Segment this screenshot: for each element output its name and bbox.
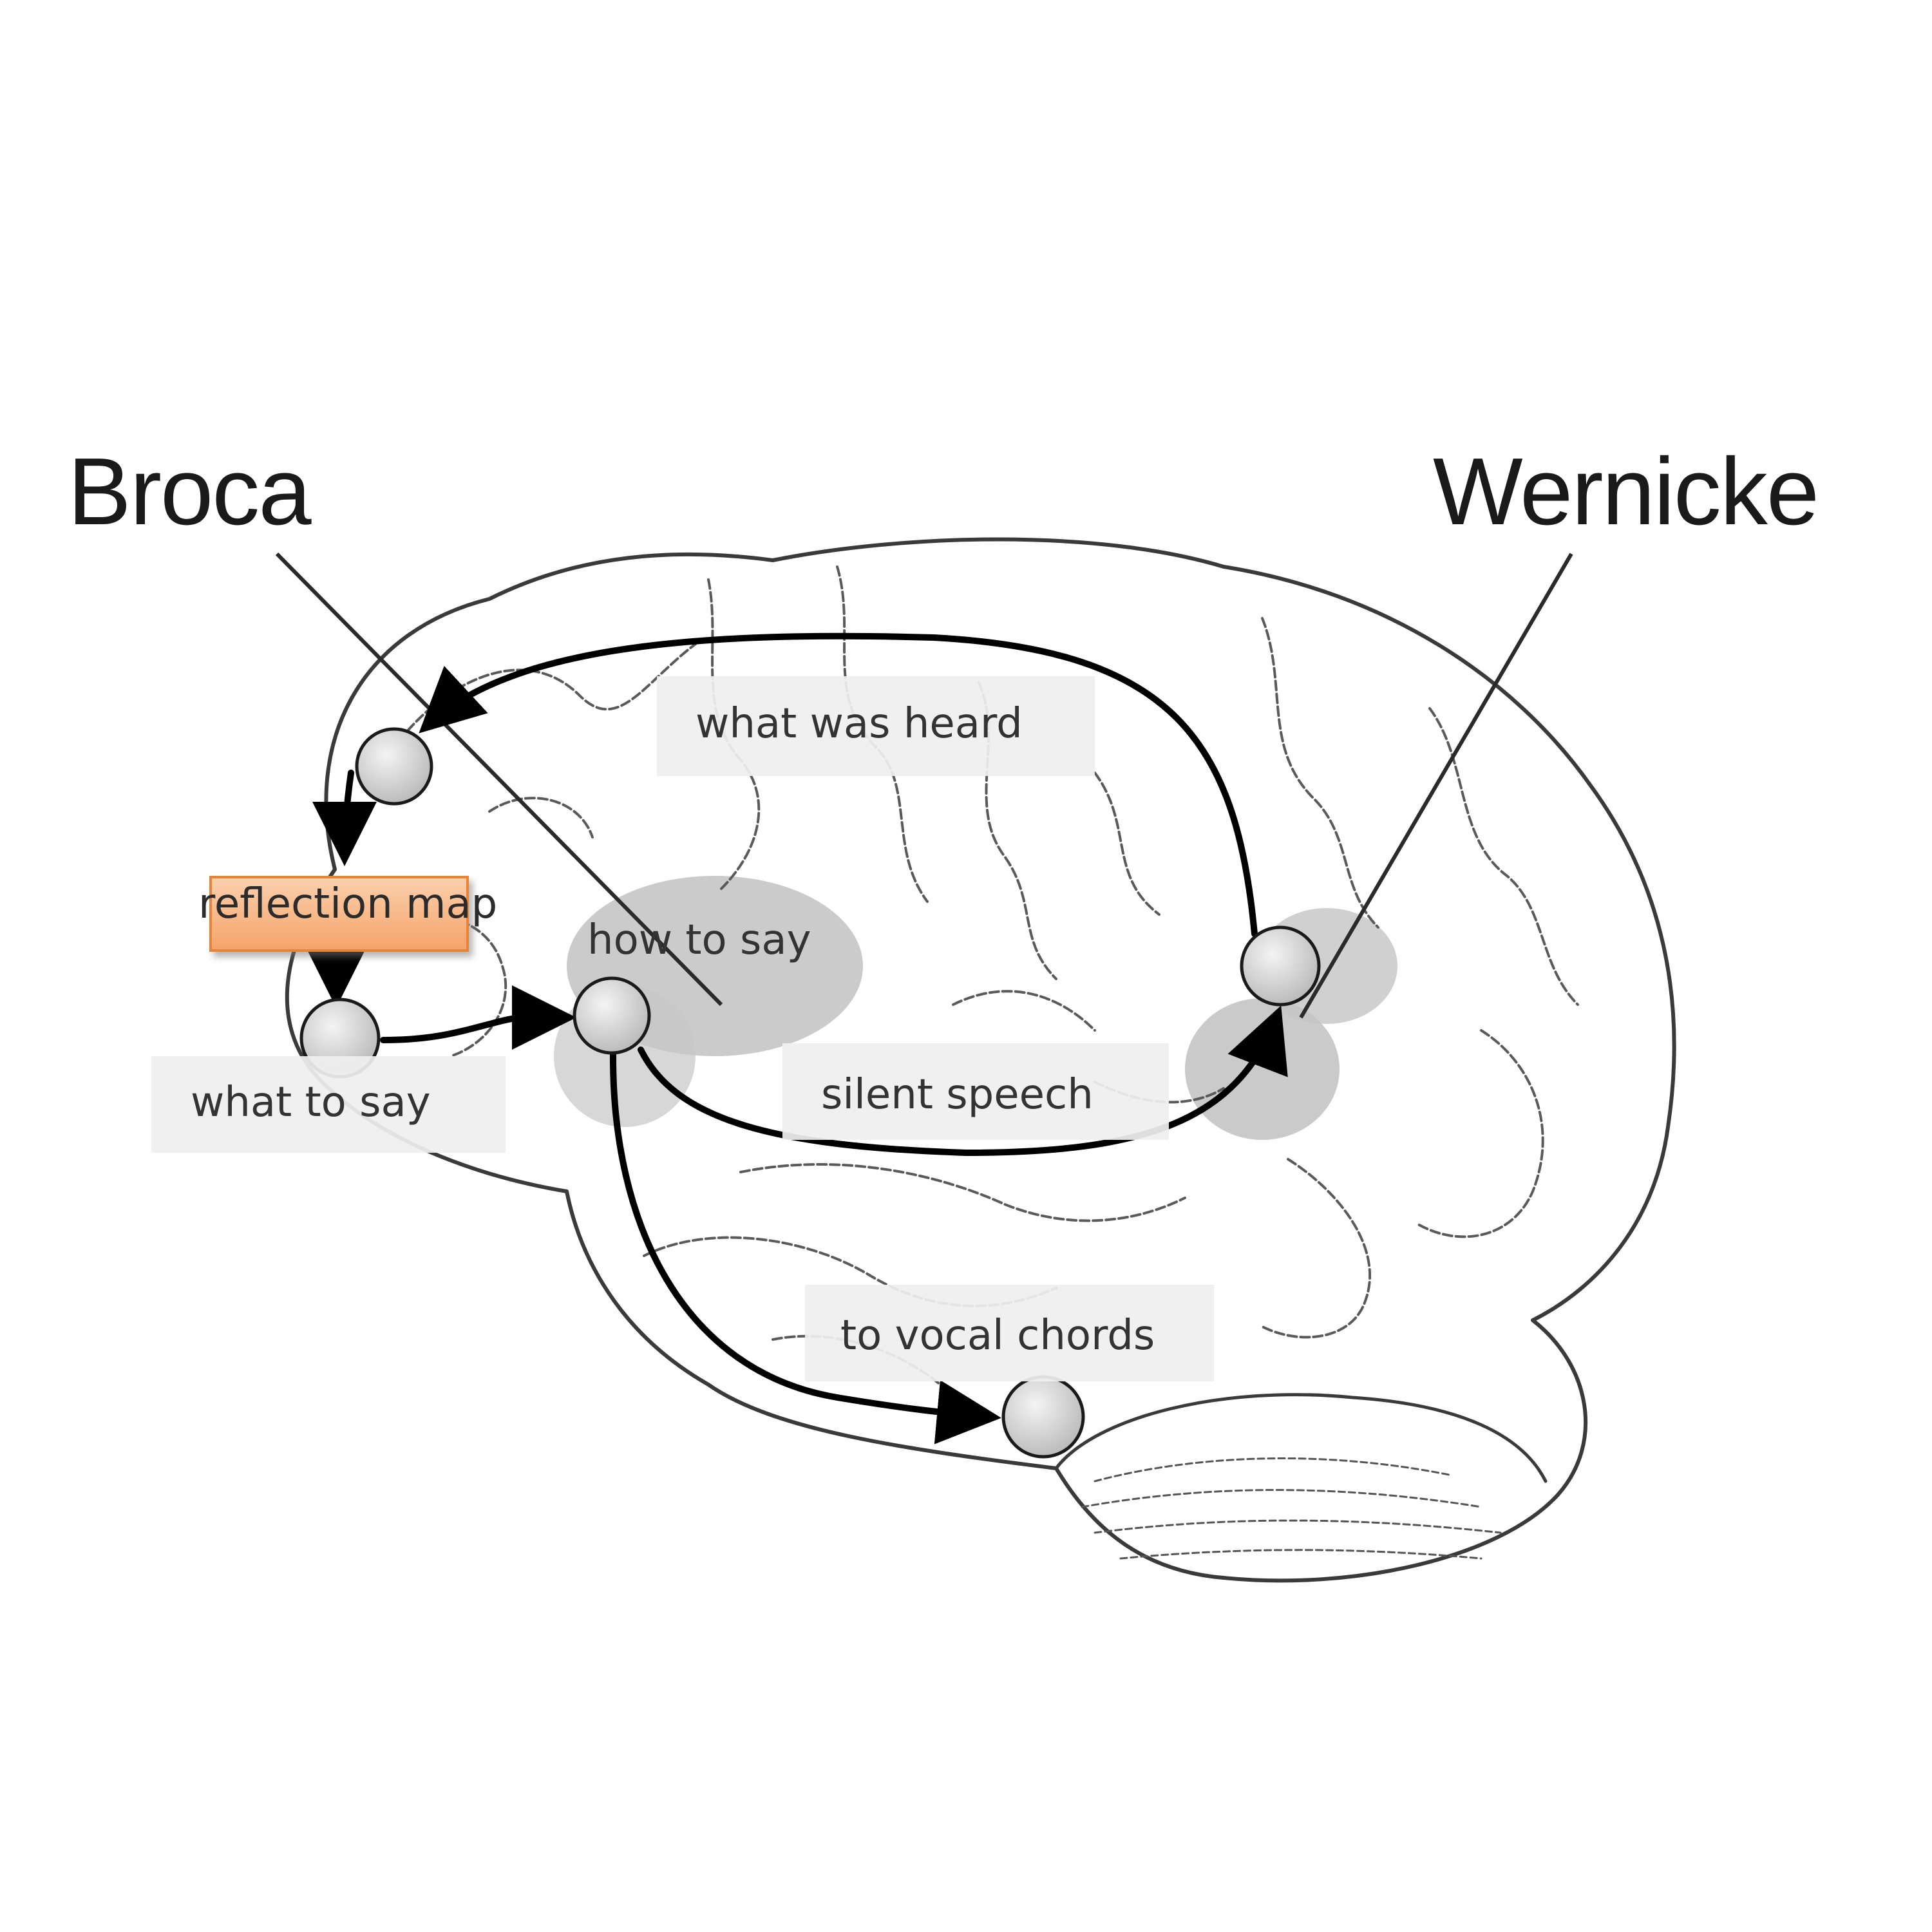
arrow-paths [304, 632, 1288, 1444]
broca-pointer-line [275, 552, 723, 1007]
arrow-heard-to-reflection [419, 632, 1258, 937]
label-what-to-say: what to say [191, 1079, 431, 1126]
reflection-map-box [209, 876, 469, 952]
arrow-node-to-reflection-map [312, 770, 377, 866]
label-bg-what-was-heard [657, 676, 1095, 776]
wernicke-title: Wernicke [1433, 439, 1819, 545]
node-wernicke [1240, 925, 1321, 1007]
broca-title: Broca [68, 439, 312, 545]
label-what-was-heard: what was heard [696, 700, 1023, 748]
label-reflection-map: reflection map [198, 880, 498, 928]
label-silent-speech: silent speech [821, 1071, 1094, 1119]
cerebellum-texture [1081, 1457, 1502, 1560]
node-how-to-say [573, 976, 651, 1055]
arrow-silent-speech [638, 1005, 1288, 1157]
label-to-vocal-chords: to vocal chords [840, 1312, 1155, 1359]
arrow-what-to-say-to-how-to-say [380, 985, 576, 1050]
node-vocal-chords [1001, 1375, 1085, 1459]
arrow-to-vocal-chords [609, 1050, 1001, 1444]
node-reflection-input [355, 727, 433, 806]
label-how-to-say: how to say [587, 916, 811, 964]
wernicke-pointer-line [1299, 553, 1573, 1019]
label-bg-silent-speech [782, 1043, 1169, 1140]
label-bg-what-to-say [151, 1056, 506, 1153]
label-bg-to-vocal-chords [805, 1285, 1214, 1381]
brain-outline [285, 537, 1676, 1583]
